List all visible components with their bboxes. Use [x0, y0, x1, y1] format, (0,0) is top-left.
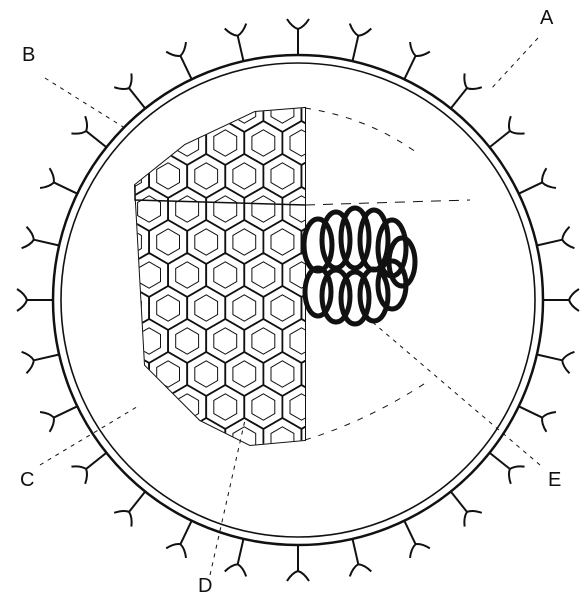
capsomer	[302, 154, 340, 198]
capsomer-inner	[119, 295, 142, 321]
capsomer	[206, 451, 244, 495]
spike	[350, 24, 371, 62]
capsomer	[244, 451, 282, 495]
capsomer	[302, 88, 340, 132]
spike	[537, 352, 575, 373]
capsomer-inner	[309, 361, 332, 387]
capsomer-inner	[252, 460, 275, 486]
capsomer	[302, 418, 340, 462]
label-d: D	[198, 576, 212, 596]
spike	[225, 24, 246, 62]
capsomer	[149, 88, 187, 132]
coil-turn	[305, 268, 331, 316]
capsomer-inner	[328, 130, 351, 156]
capsomer-inner	[309, 427, 332, 453]
capsid-hidden-edge-bottom	[305, 380, 430, 440]
capsomer-inner	[195, 427, 218, 453]
capsomer-inner	[157, 97, 180, 123]
spike	[71, 116, 106, 147]
capsomer-inner	[157, 427, 180, 453]
leader-line-e	[370, 320, 540, 465]
spike	[543, 289, 579, 311]
capsomer-inner	[290, 460, 313, 486]
leader-line-a	[490, 38, 538, 90]
capsomer	[111, 418, 149, 462]
spike	[451, 73, 482, 108]
spike	[22, 352, 60, 373]
capsomer-inner	[328, 394, 351, 420]
label-b: B	[22, 45, 35, 65]
spike	[451, 492, 482, 527]
spike	[287, 545, 309, 581]
capsomer-inner	[195, 97, 218, 123]
spike	[114, 492, 145, 527]
capsomer-inner	[138, 460, 161, 486]
spike	[404, 42, 430, 79]
capsomer	[282, 451, 320, 495]
spike	[537, 227, 575, 248]
label-a: A	[540, 8, 553, 28]
spike	[490, 116, 525, 147]
spike	[166, 521, 192, 558]
spike	[225, 539, 246, 577]
capsid-hidden-edge-top	[305, 108, 420, 155]
spike	[22, 227, 60, 248]
spike	[71, 453, 106, 484]
spike	[287, 19, 309, 55]
label-c: C	[20, 470, 34, 490]
capsomer	[321, 385, 359, 429]
capsomer	[168, 451, 206, 495]
capsomer	[321, 451, 359, 495]
spike	[17, 289, 53, 311]
capsomer-inner	[309, 163, 332, 189]
capsomer-inner	[119, 427, 142, 453]
capsid-hidden-edge-mid	[305, 200, 470, 205]
capsomer-inner	[328, 328, 351, 354]
capsomer	[111, 352, 149, 396]
capsomer-inner	[138, 130, 161, 156]
capsomer-inner	[309, 97, 332, 123]
capsomer-inner	[138, 394, 161, 420]
capsomer	[149, 418, 187, 462]
coil-turn	[360, 210, 388, 270]
spike	[404, 521, 430, 558]
capsomer	[187, 88, 225, 132]
capsomer-inner	[328, 460, 351, 486]
spike	[40, 406, 77, 432]
spike	[40, 168, 77, 194]
capsomer-inner	[119, 361, 142, 387]
capsomer	[302, 352, 340, 396]
spike	[519, 168, 556, 194]
spike	[519, 406, 556, 432]
nucleic-acid-coil	[304, 208, 415, 324]
capsomer	[321, 121, 359, 165]
spike	[350, 539, 371, 577]
spike	[490, 453, 525, 484]
spike	[166, 42, 192, 79]
capsid	[111, 88, 470, 495]
label-e: E	[548, 470, 561, 490]
capsomer-inner	[176, 460, 199, 486]
capsomer-inner	[214, 460, 237, 486]
spike	[114, 73, 145, 108]
